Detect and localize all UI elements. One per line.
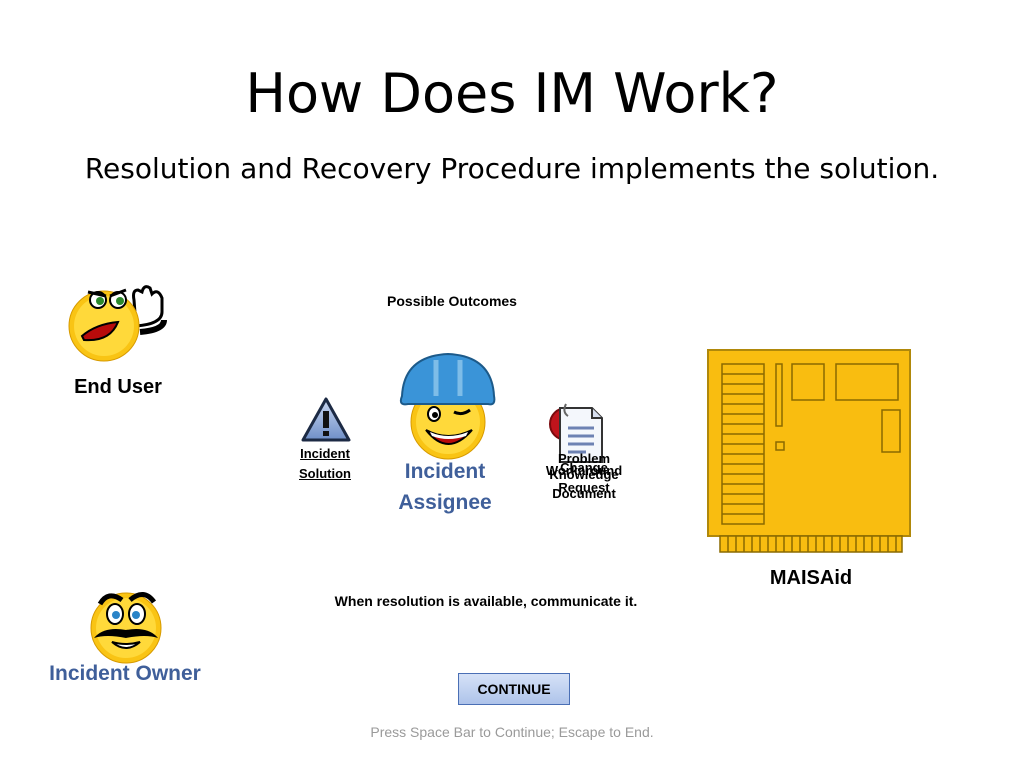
change-label: Change (560, 460, 608, 475)
end-user-smiley-icon (68, 285, 167, 362)
incident-solution-line2: Solution (299, 466, 351, 481)
incident-solution-line1: Incident (300, 446, 350, 461)
incident-solution-label: Incident Solution (282, 447, 368, 481)
incident-assignee-smiley-icon (399, 352, 496, 460)
incident-owner-smiley-icon (90, 592, 162, 664)
possible-outcomes-heading: Possible Outcomes (387, 293, 517, 309)
request-label: Request (558, 480, 610, 495)
instruction-text: When resolution is available, communicat… (334, 593, 638, 609)
slide-title: How Does IM Work? (245, 62, 779, 125)
document-label: Document (552, 486, 616, 501)
warning-icon (301, 397, 351, 442)
end-user-label: End User (74, 376, 162, 398)
workaround-label: Workaround (545, 463, 623, 478)
knowledge-label: Knowledge (549, 467, 619, 482)
stacked-document-icon (549, 403, 603, 463)
incident-assignee-line1: Incident (404, 460, 486, 483)
maisaid-label: MAISAid (769, 567, 853, 589)
incident-assignee-line2: Assignee (398, 491, 492, 514)
incident-assignee-label: Incident Assignee (382, 456, 508, 518)
incident-owner-label: Incident Owner (49, 662, 201, 685)
overlapping-outcome-labels: Problem Change Workaround Request Knowle… (530, 452, 638, 504)
slide-subtitle: Resolution and Recovery Procedure implem… (84, 152, 940, 185)
circuit-board-icon (707, 349, 911, 553)
problem-label: Problem (557, 451, 610, 466)
footer-instructions: Press Space Bar to Continue; Escape to E… (370, 724, 654, 740)
continue-button[interactable]: CONTINUE (458, 673, 570, 705)
